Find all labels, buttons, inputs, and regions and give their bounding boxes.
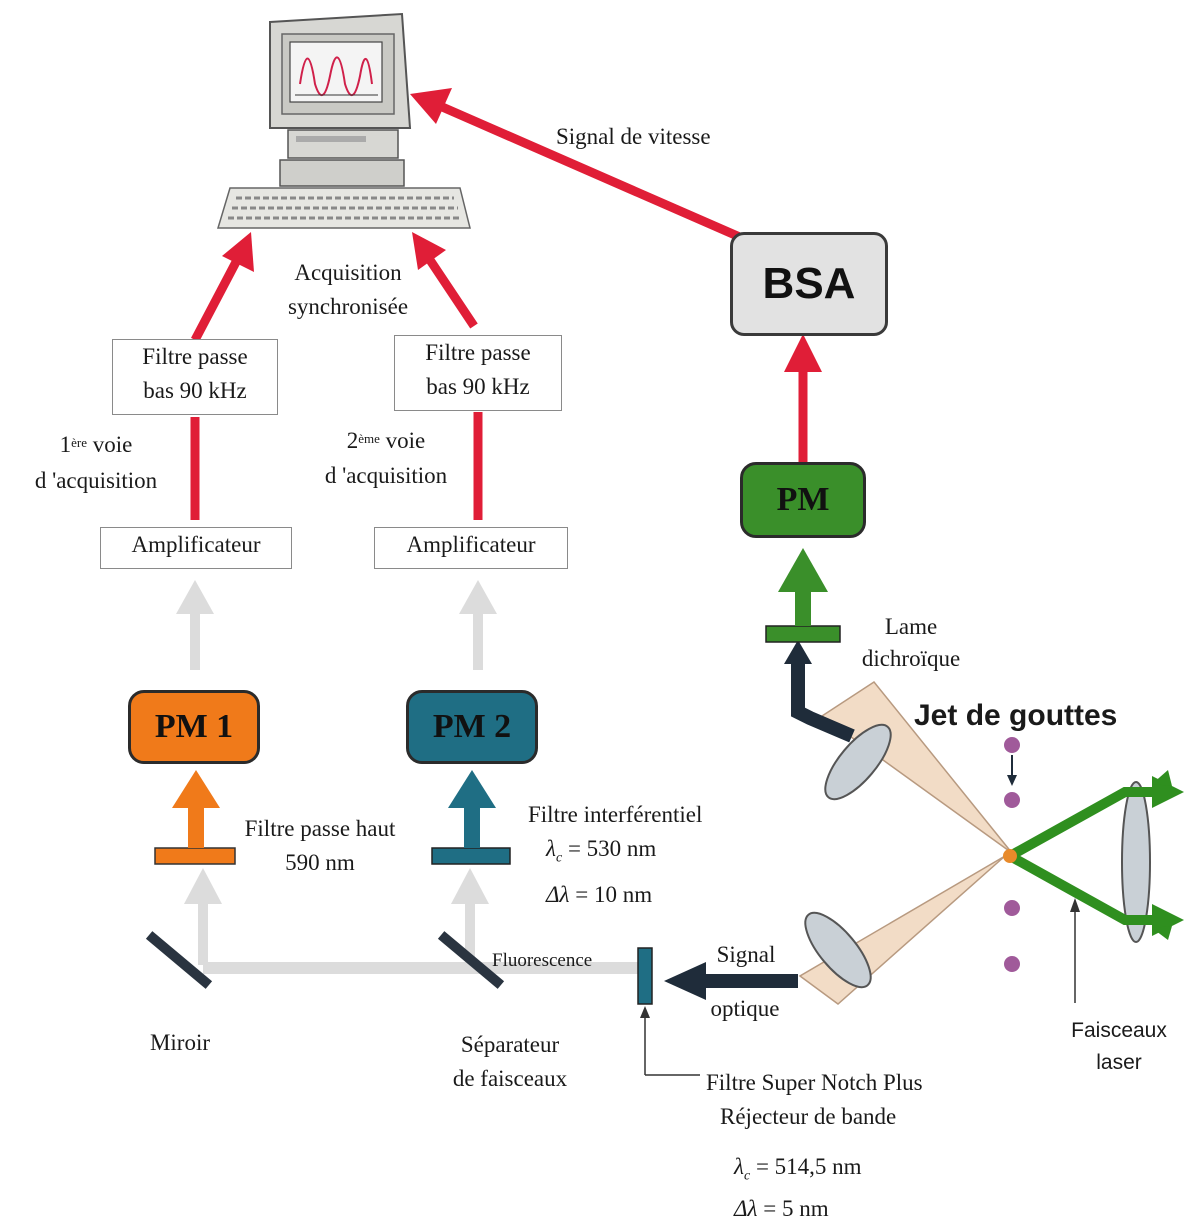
filter-right-line1: Filtre passe: [425, 340, 531, 365]
interf-delta-symbol: Δλ: [546, 882, 570, 907]
label-interf-delta: Δλ = 10 nm: [546, 878, 652, 912]
dark-signal-arrow: [664, 962, 798, 1000]
label-voie1-acquisition: d 'acquisition: [34, 468, 158, 493]
label-filtre-interferentiel: Filtre interférentiel: [528, 802, 703, 827]
label-synchronisee: synchronisée: [287, 294, 409, 319]
amplifier-right: Amplificateur: [374, 527, 568, 569]
label-voie2-acquisition: d 'acquisition: [324, 463, 448, 488]
red-signal-arrows: [190, 88, 822, 520]
voie2-word: voie: [385, 428, 426, 453]
filter-left-line2: bas 90 kHz: [143, 378, 247, 403]
notch-delta-value: = 5 nm: [763, 1196, 829, 1221]
notch-lambda-value: = 514,5 nm: [755, 1154, 862, 1179]
interf-lambda-sub: c: [555, 850, 563, 866]
label-jet-de-gouttes: Jet de gouttes: [914, 699, 1118, 732]
label-fluorescence: Fluorescence: [492, 950, 593, 971]
voie1-word: voie: [92, 432, 133, 457]
voie1-sup: ère: [71, 435, 87, 450]
notch-lambda-sub: c: [743, 1168, 751, 1184]
beam-splitter-icon: [437, 931, 505, 989]
label-acquisition: Acquisition: [294, 260, 402, 285]
notch-delta-symbol: Δλ: [734, 1196, 758, 1221]
low-pass-filter-left: Filtre passe bas 90 kHz: [112, 339, 278, 415]
pm2-box: PM 2: [406, 690, 538, 764]
lens-icon: [804, 911, 872, 989]
interf-lambda-symbol: λ: [546, 836, 556, 861]
voie2-prefix: 2: [346, 428, 359, 453]
label-signal-vitesse: Signal de vitesse: [556, 124, 711, 149]
droplet-icon: [1004, 737, 1020, 972]
computer-icon: [216, 12, 471, 229]
mirror-icon: [145, 931, 213, 989]
interf-lambda-value: = 530 nm: [567, 836, 657, 861]
collection-cone-upper: [820, 681, 1013, 854]
teal-arrow: [448, 770, 496, 848]
gray-optical-paths: [176, 580, 640, 974]
label-faisceaux: Faisceaux: [1071, 1019, 1167, 1042]
keyboard-icon: [216, 187, 471, 229]
green-arrow: [778, 548, 828, 626]
label-rejecteur: Réjecteur de bande: [720, 1104, 897, 1129]
interf-delta-value: = 10 nm: [575, 882, 653, 907]
label-optique: optique: [710, 996, 780, 1021]
label-laser: laser: [1096, 1051, 1142, 1074]
screen-waveform-icon: [289, 41, 383, 103]
voie1-prefix: 1: [59, 432, 72, 457]
label-notch-lambda: λc = 514,5 nm: [734, 1150, 862, 1194]
teal-filter-plate: [431, 847, 511, 865]
label-filtre-passe-haut: Filtre passe haut: [244, 816, 396, 841]
bsa-box: BSA: [730, 232, 888, 336]
pm1-box: PM 1: [128, 690, 260, 764]
amplifier-left: Amplificateur: [100, 527, 292, 569]
label-voie2: 2ème voie: [306, 424, 466, 458]
label-notch-delta: Δλ = 5 nm: [734, 1192, 829, 1226]
dichroic-plate: [765, 625, 841, 643]
filter-left-line1: Filtre passe: [142, 344, 248, 369]
pm-green-box: PM: [740, 462, 866, 538]
voie2-sup: ème: [358, 431, 380, 446]
probe-volume: [1003, 849, 1017, 863]
label-de-faisceaux: de faisceaux: [452, 1066, 568, 1091]
filter-right-line2: bas 90 kHz: [426, 374, 530, 399]
label-interf-lambda: λc = 530 nm: [546, 832, 656, 876]
laser-beams: [1007, 787, 1160, 925]
label-voie1: 1ère voie: [16, 428, 176, 462]
label-super-notch: Filtre Super Notch Plus: [706, 1070, 923, 1095]
label-lame: Lame: [884, 614, 938, 639]
label-590nm: 590 nm: [285, 850, 355, 875]
laser-lens-icon: [1121, 781, 1151, 943]
label-separateur: Séparateur: [460, 1032, 560, 1057]
label-dichroique: dichroïque: [861, 646, 961, 671]
orange-arrow: [172, 770, 220, 848]
notch-filter-plate: [637, 947, 653, 1005]
label-miroir: Miroir: [149, 1030, 211, 1055]
label-signal: Signal: [716, 942, 776, 967]
low-pass-filter-right: Filtre passe bas 90 kHz: [394, 335, 562, 411]
notch-lambda-symbol: λ: [734, 1154, 744, 1179]
lens-icon: [824, 723, 892, 801]
